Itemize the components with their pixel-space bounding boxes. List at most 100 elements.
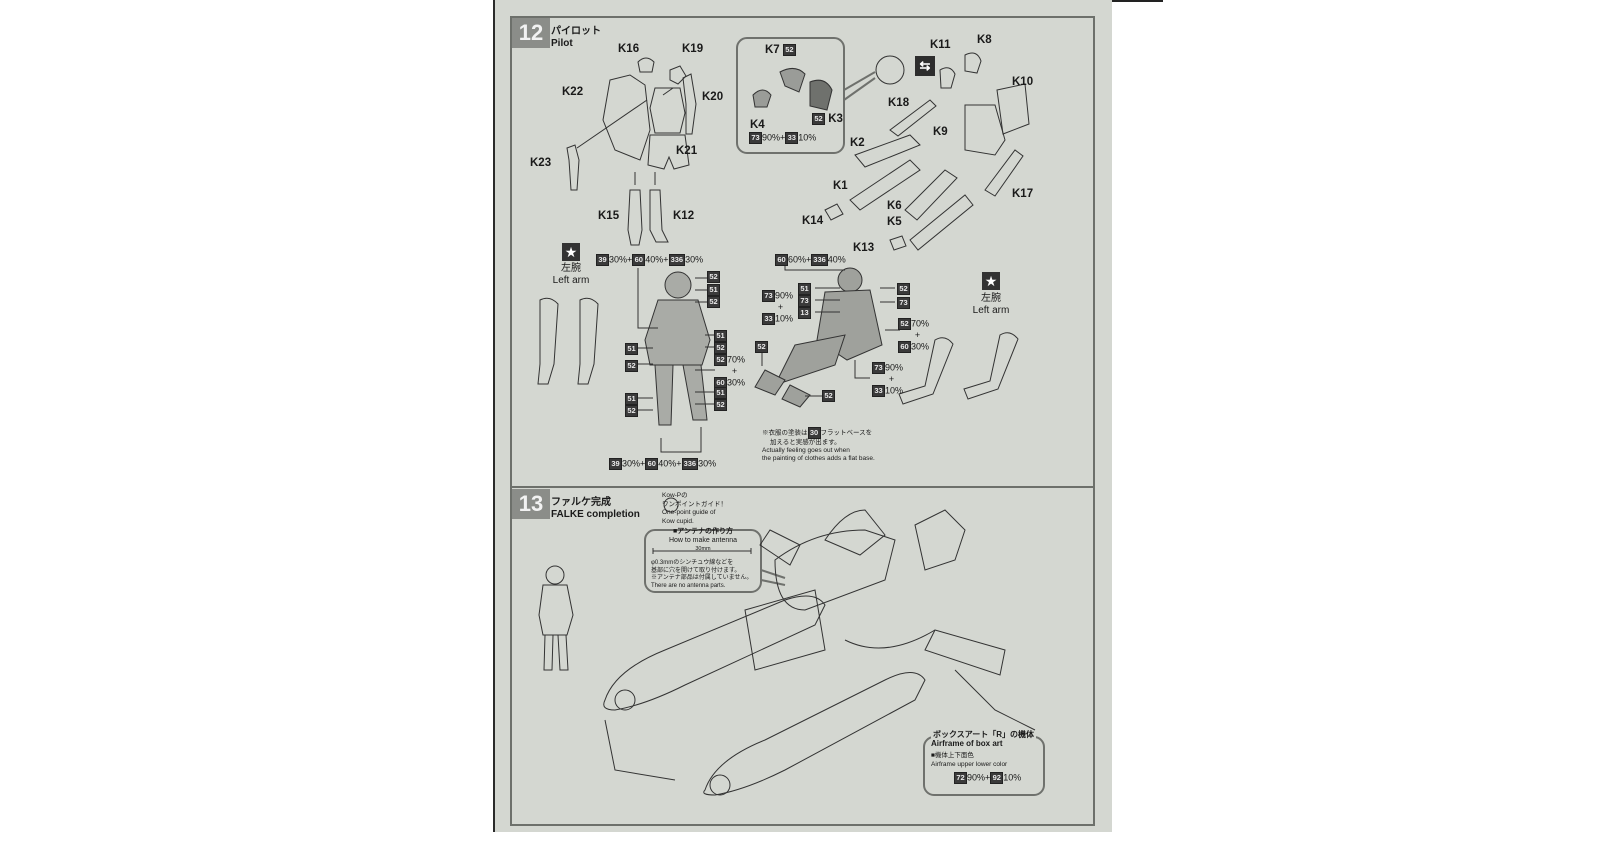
star-icon: ★ [982, 272, 1000, 290]
label-k6: K6 [887, 200, 902, 212]
standing-code-5: 52 [714, 342, 727, 354]
step-13-number: 13 [512, 489, 550, 519]
label-k22: K22 [562, 86, 584, 98]
seated-left-code-2: 73 [798, 295, 811, 307]
standing-left-code-1: 51 [625, 343, 638, 355]
left-arm-d [963, 332, 1019, 400]
part-k19-visor [669, 65, 687, 85]
part-k21-shorts [647, 134, 690, 170]
left-arm-c [898, 337, 954, 405]
step-12-title-jp: パイロット [551, 26, 601, 37]
right-wing [924, 629, 1006, 676]
left-arm-b [577, 297, 599, 385]
label-k10: K10 [1012, 76, 1034, 88]
standing-left-code-4: 52 [625, 405, 638, 417]
page-frame [510, 16, 1095, 826]
instruction-page: 12 パイロット Pilot [493, 0, 1112, 832]
part-k7 [779, 68, 806, 93]
seated-left-code-1: 51 [798, 283, 811, 295]
part-k4 [752, 89, 772, 108]
label-k23: K23 [530, 157, 552, 169]
label-k14: K14 [802, 215, 824, 227]
part-k3 [809, 79, 833, 111]
part-k9 [964, 104, 1006, 156]
part-k23-arm [566, 144, 580, 191]
part-torso [649, 87, 686, 134]
box-art-title-jp: ボックスアート「R」の機体 [931, 730, 1037, 740]
part-k16-head [637, 57, 655, 73]
label-k7: K7 52 [765, 44, 796, 56]
seated-right-code-1: 52 [897, 283, 910, 295]
label-k21: K21 [676, 145, 698, 157]
star-icon: ★ [562, 243, 580, 261]
box-art-sub: ■機体上下面色 Airframe upper lower color [931, 752, 1008, 768]
label-k15: K15 [598, 210, 620, 222]
label-k18: K18 [888, 97, 910, 109]
label-k19: K19 [682, 43, 704, 55]
seated-left-code-3: 13 [798, 307, 811, 319]
step-13-title-en: FALKE completion [551, 509, 640, 520]
part-k10 [996, 83, 1030, 135]
part-k2 [854, 134, 921, 168]
step-13-title-jp: ファルケ完成 [551, 497, 611, 508]
part-k18 [889, 99, 937, 137]
step-13-illustrations [538, 497, 1045, 796]
standing-code-6: 51 [714, 387, 727, 399]
part-k11 [939, 67, 956, 89]
label-k5: K5 [887, 216, 902, 228]
part-k13 [889, 235, 907, 251]
standing-left-code-3: 51 [625, 393, 638, 405]
label-k11: K11 [930, 39, 951, 51]
standing-code-7: 52 [714, 399, 727, 411]
part-k22-jacket [602, 74, 651, 161]
box-art-title-en: Airframe of box art [931, 739, 1003, 748]
seated-right-code-2: 73 [897, 297, 910, 309]
standing-left-code-2: 52 [625, 360, 638, 372]
swap-arrows-icon: ⇆ [915, 56, 935, 76]
part-k12-boot [649, 189, 669, 243]
step-12-title-en: Pilot [551, 38, 573, 49]
part-k8 [964, 52, 982, 74]
step-13-title: ファルケ完成 FALKE completion [551, 497, 640, 521]
label-k2: K2 [850, 137, 865, 149]
seated-boot-code-bottom: 52 [822, 390, 835, 402]
label-k13: K13 [853, 242, 875, 254]
standing-code-3: 52 [707, 296, 720, 308]
step-divider [510, 486, 1095, 488]
standing-code-1: 52 [707, 271, 720, 283]
standing-code-4: 51 [714, 330, 727, 342]
kow-guide-heading: Kow-Pの ワンポイントガイド！ One-point guide of Kow… [662, 492, 727, 525]
label-k8: K8 [977, 34, 992, 46]
part-k14 [824, 203, 844, 221]
part-k6 [904, 169, 958, 221]
left-wing [759, 529, 801, 566]
label-k12: K12 [673, 210, 695, 222]
part-k15-boot [627, 189, 643, 246]
part-k20-arm [682, 73, 697, 135]
step-12-number: 12 [512, 18, 550, 48]
label-k9: K9 [933, 126, 948, 138]
standing-code-2: 51 [707, 284, 720, 296]
part-k1 [849, 159, 921, 211]
label-k16: K16 [618, 43, 640, 55]
step-12-illustrations [537, 37, 1030, 453]
pilot-figure [538, 565, 574, 671]
part-k5 [909, 194, 974, 251]
antenna-heading: ■アンテナの作り方 How to make antenna 30mm [668, 528, 738, 552]
seated-boot-code-left: 52 [755, 341, 768, 353]
step-12-title: パイロット Pilot [551, 26, 601, 50]
part-k17 [984, 149, 1024, 197]
label-k17: K17 [1012, 188, 1034, 200]
label-k20: K20 [702, 91, 724, 103]
antenna-instructions: φ0.3mmのシンチュウ線などを 基部に穴を開けて取り付けます。 ※アンテナ部品… [651, 560, 753, 589]
